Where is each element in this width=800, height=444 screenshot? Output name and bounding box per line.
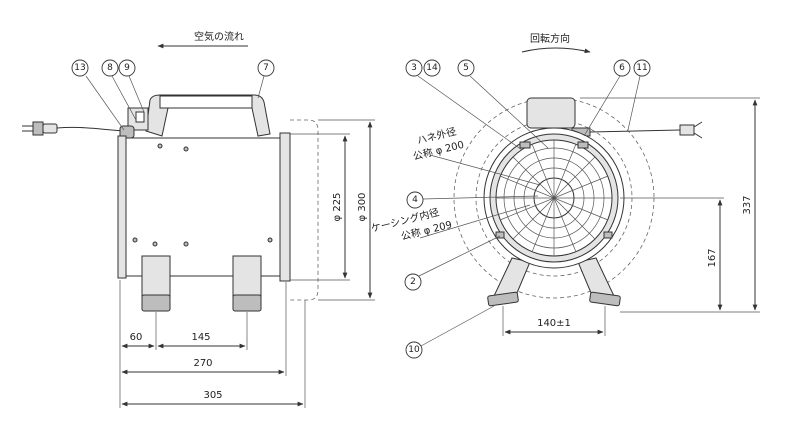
callout-2: 2: [404, 235, 501, 291]
rotation-arrow: [521, 47, 591, 54]
front-cord: [571, 121, 703, 139]
svg-text:10: 10: [408, 345, 420, 355]
svg-text:9: 9: [124, 63, 130, 73]
housing-body: [123, 137, 287, 277]
dim-270: 270: [193, 358, 212, 369]
callout-6: 6: [583, 59, 631, 137]
carry-handle: [127, 94, 271, 137]
front-handle: [526, 97, 576, 129]
front-flange: [279, 132, 291, 282]
svg-text:4: 4: [412, 195, 418, 205]
svg-text:11: 11: [636, 63, 647, 73]
dim-305: 305: [203, 390, 222, 401]
callout-3: 3: [405, 59, 523, 151]
callout-7: 7: [257, 59, 275, 99]
rotation-label: 回転方向: [530, 32, 570, 45]
dim-140: 140±1: [537, 318, 571, 329]
callout-9: 9: [118, 59, 145, 113]
callout-11: 11: [627, 59, 651, 131]
side-view: 空気の流れ: [22, 30, 375, 408]
svg-text:7: 7: [263, 63, 269, 73]
dim-167: 167: [707, 248, 718, 267]
svg-text:6: 6: [619, 63, 625, 73]
callout-10: 10: [405, 305, 495, 359]
callout-5: 5: [457, 59, 549, 149]
svg-text:14: 14: [426, 63, 438, 73]
callout-13: 13: [71, 59, 125, 131]
feet: [141, 255, 262, 312]
callout-8: 8: [101, 59, 137, 121]
svg-text:5: 5: [463, 63, 469, 73]
dim-60: 60: [130, 332, 143, 343]
dim-337: 337: [742, 195, 753, 214]
rear-flange: [117, 135, 127, 279]
callout-14: 14: [423, 59, 441, 77]
guard-wires: [496, 140, 612, 256]
dim-dia225: φ 225: [332, 193, 343, 222]
dim-dia300: φ 300: [357, 193, 368, 222]
dim-145: 145: [191, 332, 210, 343]
front-view: 回転方向: [370, 32, 760, 359]
svg-text:3: 3: [411, 63, 417, 73]
callout-4: 4: [406, 191, 539, 209]
power-plug: [22, 121, 127, 136]
svg-text:13: 13: [74, 63, 85, 73]
airflow-label: 空気の流れ: [194, 30, 244, 43]
svg-text:8: 8: [107, 63, 113, 73]
svg-text:2: 2: [410, 277, 416, 287]
